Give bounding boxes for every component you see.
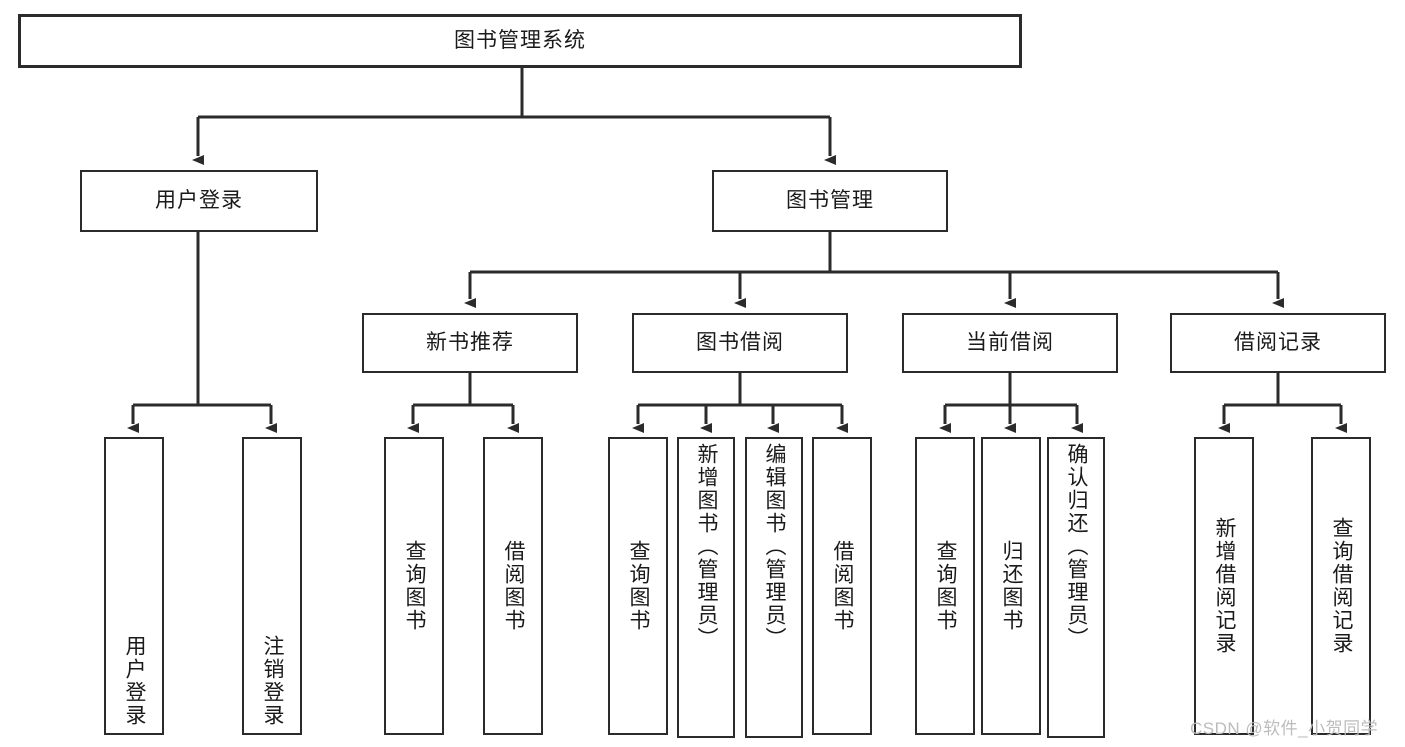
leaf-query-book-current[interactable]: 查询图书: [915, 437, 975, 735]
node-label: 用户登录: [155, 188, 243, 212]
node-user-login[interactable]: 用户登录: [80, 170, 318, 232]
leaf-edit-book-admin[interactable]: 编辑图书（管理员）: [745, 437, 803, 738]
node-label: 查询图书: [934, 540, 958, 632]
node-label: 图书管理: [786, 188, 874, 212]
node-new-book-recommend[interactable]: 新书推荐: [362, 313, 578, 373]
node-label: 编辑图书（管理员）: [763, 443, 787, 650]
node-borrow-record[interactable]: 借阅记录: [1170, 313, 1386, 373]
node-label: 图书借阅: [696, 330, 784, 354]
node-label: 确认归还（管理员）: [1065, 443, 1089, 650]
leaf-query-book-new-recommend[interactable]: 查询图书: [384, 437, 444, 735]
leaf-query-borrow-record[interactable]: 查询借阅记录: [1311, 437, 1371, 735]
leaf-return-book[interactable]: 归还图书: [981, 437, 1041, 735]
leaf-query-book-borrow[interactable]: 查询图书: [608, 437, 668, 735]
node-label: 借阅图书: [831, 540, 855, 632]
leaf-borrow-book-borrow[interactable]: 借阅图书: [812, 437, 872, 735]
leaf-borrow-book-new-recommend[interactable]: 借阅图书: [483, 437, 543, 735]
node-label: 新增图书（管理员）: [695, 443, 719, 650]
node-label: 注销登录: [261, 635, 285, 727]
node-label: 当前借阅: [966, 330, 1054, 354]
node-label: 查询图书: [403, 540, 427, 632]
node-root-system[interactable]: 图书管理系统: [18, 14, 1022, 68]
node-book-borrow[interactable]: 图书借阅: [632, 313, 848, 373]
csdn-watermark: CSDN @软件_小贺同学: [1190, 719, 1379, 738]
node-label: 借阅记录: [1234, 330, 1322, 354]
leaf-add-book-admin[interactable]: 新增图书（管理员）: [677, 437, 735, 738]
node-book-manage[interactable]: 图书管理: [712, 170, 948, 232]
node-label: 归还图书: [1000, 540, 1024, 632]
node-label: 查询借阅记录: [1330, 517, 1354, 655]
node-label: 借阅图书: [502, 540, 526, 632]
node-current-borrow[interactable]: 当前借阅: [902, 313, 1118, 373]
leaf-logout-login[interactable]: 注销登录: [242, 437, 302, 735]
leaf-confirm-return-admin[interactable]: 确认归还（管理员）: [1047, 437, 1105, 738]
node-label: 新增借阅记录: [1213, 517, 1237, 655]
node-label: 查询图书: [627, 540, 651, 632]
leaf-add-borrow-record[interactable]: 新增借阅记录: [1194, 437, 1254, 735]
node-label: 图书管理系统: [454, 28, 586, 52]
leaf-user-login[interactable]: 用户登录: [104, 437, 164, 735]
node-label: 新书推荐: [426, 330, 514, 354]
node-label: 用户登录: [123, 635, 147, 727]
